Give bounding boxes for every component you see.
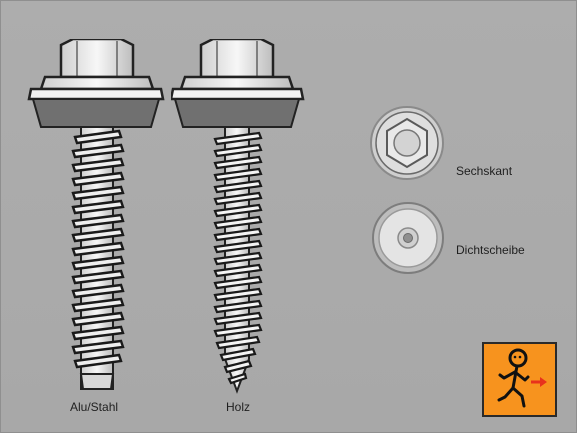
alu-steel-screw-icon [27, 39, 165, 390]
wood-caption: Holz [226, 400, 251, 414]
sealing-washer-top-view-icon [372, 202, 444, 274]
alu-steel-caption: Alu/Stahl [70, 400, 119, 414]
running-stick-figure-exit-icon [497, 348, 547, 408]
exit-button[interactable] [482, 342, 557, 417]
hex-head-top-view-icon [370, 106, 444, 180]
sealing-washer-label: Dichtscheibe [456, 243, 525, 257]
wood-screw-icon [171, 39, 305, 394]
hex-label: Sechskant [456, 164, 513, 178]
